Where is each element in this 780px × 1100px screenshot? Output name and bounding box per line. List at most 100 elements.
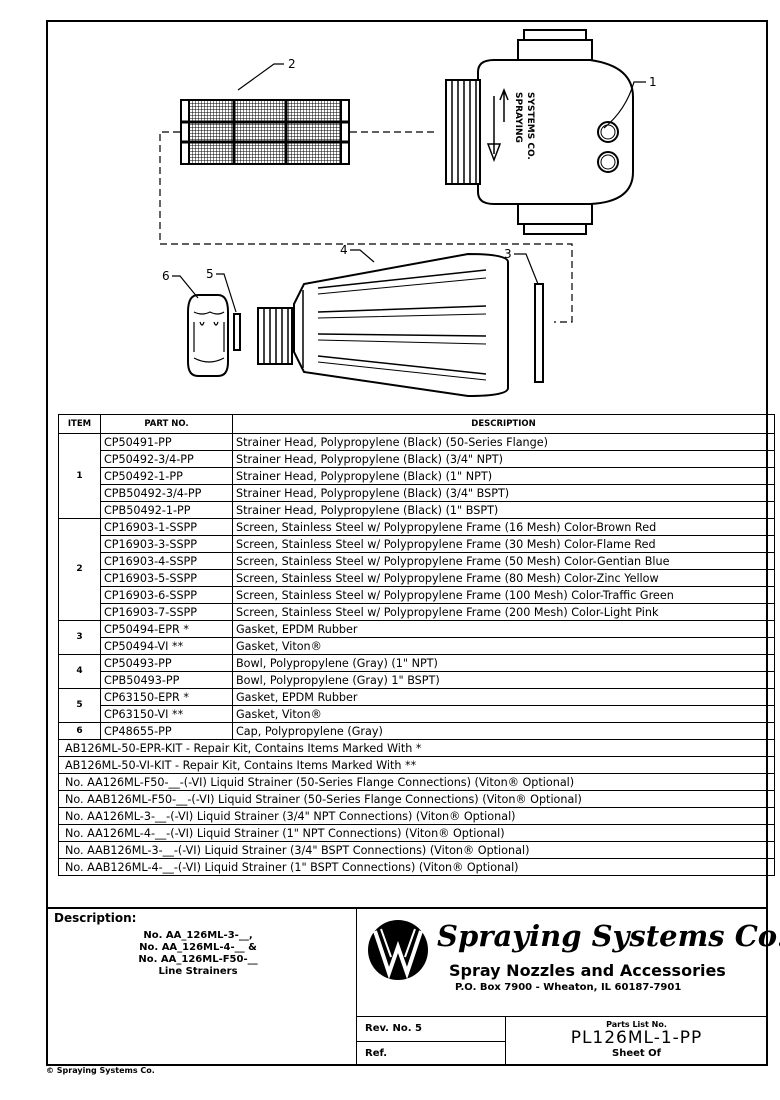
description-line: No. AA_126ML-F50-__ [138,954,258,965]
table-row: CP50492-1-PP Strainer Head, Polypropylen… [59,467,775,485]
model-text: No. AAB126ML-F50-__-(-VI) Liquid Straine… [58,790,775,808]
header-item: ITEM [58,414,101,434]
table-row: 2 CP16903-1-SSPP Screen, Stainless Steel… [58,518,775,621]
part-description: Screen, Stainless Steel w/ Polypropylene… [232,586,775,604]
copyright-text: © Spraying Systems Co. [46,1066,155,1075]
part-description: Strainer Head, Polypropylene (Black) (3/… [232,450,775,468]
model-text: No. AA126ML-3-__-(-VI) Liquid Strainer (… [58,807,775,825]
head-label-line2: SYSTEMS CO. [525,92,535,160]
cap-part [187,294,229,377]
part-description: Cap, Polypropylene (Gray) [232,722,775,740]
callout-3: 3 [504,247,512,261]
item-number: 3 [58,620,101,655]
item-number: 1 [58,433,101,519]
part-number: CP63150-EPR * [100,688,233,706]
part-description: Strainer Head, Polypropylene (Black) (50… [232,433,775,451]
table-row: CP16903-6-SSPP Screen, Stainless Steel w… [59,586,775,604]
parts-list-box: Parts List No. PL126ML-1-PP Sheet Of [505,1017,767,1066]
description-label: Description: [54,911,137,925]
part-description: Screen, Stainless Steel w/ Polypropylene… [232,552,775,570]
part-number: CP16903-7-SSPP [100,603,233,621]
part-description: Screen, Stainless Steel w/ Polypropylene… [232,518,775,536]
model-row: No. AA126ML-4-__-(-VI) Liquid Strainer (… [58,824,775,842]
part-number: CP16903-1-SSPP [100,518,233,536]
callout-1: 1 [649,75,657,89]
item-number: 4 [58,654,101,689]
part-description: Bowl, Polypropylene (Gray) 1" BSPT) [232,671,775,689]
part-number: CP50492-3/4-PP [100,450,233,468]
part-number: CP16903-5-SSPP [100,569,233,587]
part-description: Screen, Stainless Steel w/ Polypropylene… [232,535,775,553]
header-part-no: PART NO. [100,414,233,434]
part-number: CPB50492-1-PP [100,501,233,519]
company-tagline: Spray Nozzles and Accessories [449,961,726,980]
model-text: No. AAB126ML-3-__-(-VI) Liquid Strainer … [58,841,775,859]
kit-row: AB126ML-50-EPR-KIT - Repair Kit, Contain… [58,739,775,757]
parts-list-number: PL126ML-1-PP [570,1028,703,1048]
model-text: No. AAB126ML-4-__-(-VI) Liquid Strainer … [58,858,775,876]
part-number: CPB50492-3/4-PP [100,484,233,502]
part-number: CP16903-6-SSPP [100,586,233,604]
part-description: Strainer Head, Polypropylene (Black) (1"… [232,467,775,485]
model-text: No. AA126ML-F50-__-(-VI) Liquid Strainer… [58,773,775,791]
description-line: No. AA_126ML-4-__ & [139,942,257,953]
table-row: CP16903-5-SSPP Screen, Stainless Steel w… [59,569,775,587]
screen-part [180,99,350,165]
callout-5: 5 [206,267,214,281]
parts-table: ITEM PART NO. DESCRIPTION 1 CP50491-PP S… [58,414,775,876]
small-gasket-part [233,313,241,351]
exploded-assembly-drawing: SPRAYING SYSTEMS CO. [159,29,657,398]
item-number: 2 [58,518,101,621]
table-row: CPB50492-1-PP Strainer Head, Polypropyle… [59,501,775,519]
part-description: Bowl, Polypropylene (Gray) (1" NPT) [232,654,775,672]
strainer-head-part: SPRAYING SYSTEMS CO. [445,29,634,235]
table-row: 4 CP50493-PP Bowl, Polypropylene (Gray) … [58,654,775,689]
description-line: Line Strainers [158,966,238,977]
part-number: CPB50493-PP [100,671,233,689]
description-box: Description: No. AA_126ML-3-__, No. AA_1… [48,909,357,1066]
description-line: No. AA_126ML-3-__, [143,930,253,941]
part-number: CP16903-4-SSPP [100,552,233,570]
part-number: CP16903-3-SSPP [100,535,233,553]
model-text: No. AA126ML-4-__-(-VI) Liquid Strainer (… [58,824,775,842]
head-label-line1: SPRAYING [513,92,523,143]
parts-list-label: Parts List No. [606,1020,667,1029]
callout-4: 4 [340,243,348,257]
large-gasket-part [534,283,544,383]
part-number: CP50491-PP [100,433,233,451]
company-logo [368,920,428,980]
part-description: Gasket, Viton® [232,637,775,655]
part-description: Gasket, EPDM Rubber [232,620,775,638]
part-description: Gasket, EPDM Rubber [232,688,775,706]
title-block: Description: No. AA_126ML-3-__, No. AA_1… [48,907,780,1068]
callout-2: 2 [288,57,296,71]
part-description: Strainer Head, Polypropylene (Black) (3/… [232,484,775,502]
kit-text: AB126ML-50-VI-KIT - Repair Kit, Contains… [58,756,775,774]
table-row: 5 CP63150-EPR * Gasket, EPDM Rubber [58,688,775,723]
part-number: CP63150-VI ** [100,705,233,723]
kit-text: AB126ML-50-EPR-KIT - Repair Kit, Contain… [58,739,775,757]
company-brand: Spraying Systems Co. Spray Nozzles and A… [357,909,780,1017]
part-description: Screen, Stainless Steel w/ Polypropylene… [232,603,775,621]
part-number: CP50494-VI ** [100,637,233,655]
table-row: CP16903-7-SSPP Screen, Stainless Steel w… [59,603,775,621]
model-row: No. AA126ML-F50-__-(-VI) Liquid Strainer… [58,773,775,791]
part-description: Strainer Head, Polypropylene (Black) (1"… [232,501,775,519]
reference: Ref. [365,1048,388,1059]
model-row: No. AAB126ML-3-__-(-VI) Liquid Strainer … [58,841,775,859]
part-number: CP50492-1-PP [100,467,233,485]
description-lines: No. AA_126ML-3-__, No. AA_126ML-4-__ & N… [48,930,348,978]
model-row: No. AAB126ML-4-__-(-VI) Liquid Strainer … [58,858,775,876]
revision-box: Rev. No. 5 Ref. [357,1017,505,1066]
part-number: CP50494-EPR * [100,620,233,638]
part-number: CP48655-PP [100,722,233,740]
part-description: Screen, Stainless Steel w/ Polypropylene… [232,569,775,587]
model-row: No. AA126ML-3-__-(-VI) Liquid Strainer (… [58,807,775,825]
revision-number: Rev. No. 5 [357,1017,505,1042]
sheet-label: Sheet Of [612,1048,661,1059]
part-description: Gasket, Viton® [232,705,775,723]
table-header-row: ITEM PART NO. DESCRIPTION [58,414,775,434]
table-row: CP50492-3/4-PP Strainer Head, Polypropyl… [59,450,775,468]
part-number: CP50493-PP [100,654,233,672]
model-row: No. AAB126ML-F50-__-(-VI) Liquid Straine… [58,790,775,808]
